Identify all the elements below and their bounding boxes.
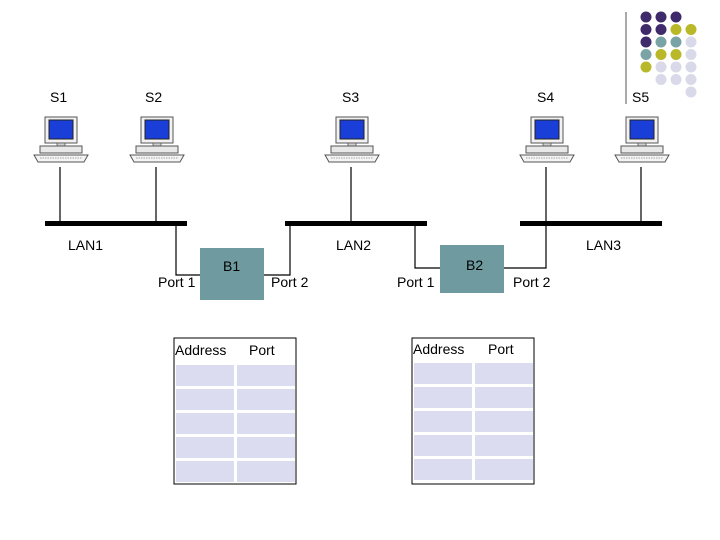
b2-table-header-address: Address (413, 341, 464, 357)
decoration-dot (685, 61, 697, 73)
b1-table-header-address: Address (175, 342, 226, 358)
decoration-dot (640, 61, 652, 73)
b2-address-table: Address Port (411, 337, 535, 485)
b2-port2-label: Port 2 (513, 274, 551, 290)
bridge-b2-label: B2 (466, 257, 483, 273)
decoration-dot (670, 74, 682, 85)
b2-table-cell (414, 459, 472, 480)
b1-table-cell (176, 437, 234, 458)
lan3-bus (520, 221, 662, 226)
decoration-dot (670, 61, 682, 73)
computer-workstation-icon (614, 116, 670, 163)
b2-port1-label: Port 1 (397, 274, 435, 290)
computer-workstation-icon (33, 116, 89, 163)
lan1-bus (45, 221, 187, 226)
dot-grid-decoration (640, 11, 697, 98)
decoration-dot (640, 24, 652, 35)
decoration-dot (655, 24, 667, 35)
station-label-s1: S1 (50, 89, 67, 105)
b1-table-cell (237, 413, 295, 434)
b1-table-cell (176, 365, 234, 386)
lan-label-lan3: LAN3 (586, 237, 621, 253)
lan-label-lan2: LAN2 (336, 237, 371, 253)
decoration-dot (655, 36, 667, 48)
b1-table-header-port: Port (249, 342, 275, 358)
bridge-b2 (440, 245, 504, 293)
b2-table-cell (414, 435, 472, 456)
lan2-bus (285, 221, 427, 226)
decoration-dot (655, 49, 667, 60)
bridge-b1-label: B1 (223, 258, 240, 274)
b1-table-cell (237, 461, 295, 482)
computer-workstation-icon (519, 116, 575, 163)
station-drops (59, 167, 642, 221)
b1-port2-label: Port 2 (271, 274, 309, 290)
station-label-s3: S3 (342, 89, 359, 105)
b1-port1-label: Port 1 (158, 274, 196, 290)
decoration-dot (640, 36, 652, 48)
decoration-dot (685, 49, 697, 60)
b1-table-cell (237, 437, 295, 458)
b1-table-cell (176, 389, 234, 410)
b1-table-cell (176, 461, 234, 482)
station-label-s5: S5 (632, 89, 649, 105)
b2-table-cell (475, 363, 533, 384)
b1-table-cell (237, 389, 295, 410)
b1-table-cell (237, 365, 295, 386)
lan-label-lan1: LAN1 (68, 237, 103, 253)
b1-address-table: Address Port (173, 337, 297, 485)
b2-table-cell (475, 435, 533, 456)
decoration-dot (655, 74, 667, 85)
decoration-dot (685, 74, 697, 85)
b2-table-cell (475, 459, 533, 480)
bridge-links (175, 226, 547, 276)
decoration-dot (670, 36, 682, 48)
computer-workstation-icon (324, 116, 380, 163)
decoration-dot (655, 11, 667, 23)
decoration-dot (640, 11, 652, 23)
b2-table-cell (475, 387, 533, 408)
station-label-s4: S4 (537, 89, 554, 105)
b1-table-cell (176, 413, 234, 434)
decoration-dot (685, 24, 697, 35)
station-label-s2: S2 (145, 89, 162, 105)
b2-table-header-port: Port (488, 341, 514, 357)
decoration-dot (670, 11, 682, 23)
b2-table-cell (475, 411, 533, 432)
decoration-dot (670, 24, 682, 35)
decoration-dot (640, 49, 652, 60)
decoration-dot (685, 36, 697, 48)
decoration-dot (685, 86, 697, 98)
b2-table-cell (414, 411, 472, 432)
computer-workstation-icon (129, 116, 185, 163)
bridge-b1 (200, 248, 264, 300)
b2-table-cell (414, 363, 472, 384)
decoration-dot (655, 61, 667, 73)
b2-table-cell (414, 387, 472, 408)
decoration-dot (670, 49, 682, 60)
